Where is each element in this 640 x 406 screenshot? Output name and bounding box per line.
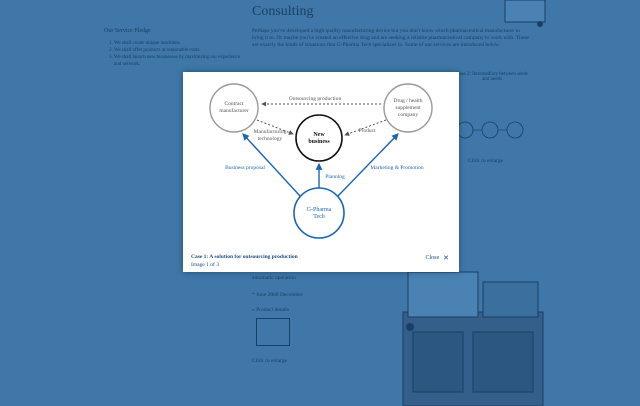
new-business-label: New	[313, 132, 325, 138]
pledge-item: We shall offer products at reasonable co…	[114, 47, 244, 54]
image-counter: Image 1 of 3	[191, 262, 219, 268]
case2-caption: Case 2: Intermediary between seeds and n…	[452, 72, 532, 82]
release-date: * June 2008 December	[252, 292, 303, 299]
enlarge-link[interactable]: Click to enlarge	[468, 158, 503, 164]
machine-image	[500, 0, 550, 28]
close-button[interactable]: Close ✕	[425, 255, 449, 261]
gpharma-label: Tech	[313, 214, 325, 220]
lower-text: automatic operation	[252, 275, 296, 282]
product-label: Product	[358, 128, 376, 134]
contract-label: Contract	[225, 101, 244, 107]
machine-image	[398, 262, 548, 406]
drug-label: company	[398, 112, 418, 118]
lightbox-modal: Contract manufacturer Drug / health supp…	[183, 72, 459, 272]
enlarge-link[interactable]: Click to enlarge	[252, 358, 287, 364]
business-proposal-label: Business proposal	[225, 165, 265, 171]
contract-label: manufacturer	[219, 107, 248, 114]
case2-thumbnail[interactable]	[455, 100, 525, 155]
product-details-link[interactable]: » Product details	[252, 307, 289, 314]
page-intro: Perhaps you've developed a high quality …	[252, 28, 532, 49]
page-title: Consulting	[252, 4, 313, 20]
pledge-item: We shall launch new businesses by maximi…	[114, 54, 244, 68]
product-thumbnail[interactable]	[256, 318, 290, 346]
pledge-item: We shall create unique machines.	[114, 40, 244, 47]
new-business-label: business	[308, 139, 330, 145]
close-icon[interactable]: ✕	[443, 255, 449, 261]
close-label: Close	[425, 255, 439, 261]
marketing-label: Marketing & Promotion	[370, 165, 423, 171]
gpharma-tech-node	[294, 188, 344, 238]
outsourcing-label: Outsourcing production	[289, 96, 342, 102]
planning-label: Planning	[325, 174, 345, 180]
service-pledge-heading: Our Service Pledge	[104, 28, 244, 35]
service-pledge: Our Service Pledge We shall create uniqu…	[104, 28, 244, 68]
new-business-node	[296, 115, 342, 161]
drug-label: supplement	[395, 105, 421, 111]
manufacturing-label: Manufacturing	[254, 128, 287, 135]
drug-label: Drug / health	[393, 98, 422, 104]
image-caption: Case 1: A solution for outsourcing produ…	[191, 254, 298, 260]
manufacturing-label: technology	[258, 136, 283, 142]
outsourcing-diagram: Contract manufacturer Drug / health supp…	[183, 72, 459, 252]
gpharma-label: G-Pharma	[307, 207, 332, 213]
